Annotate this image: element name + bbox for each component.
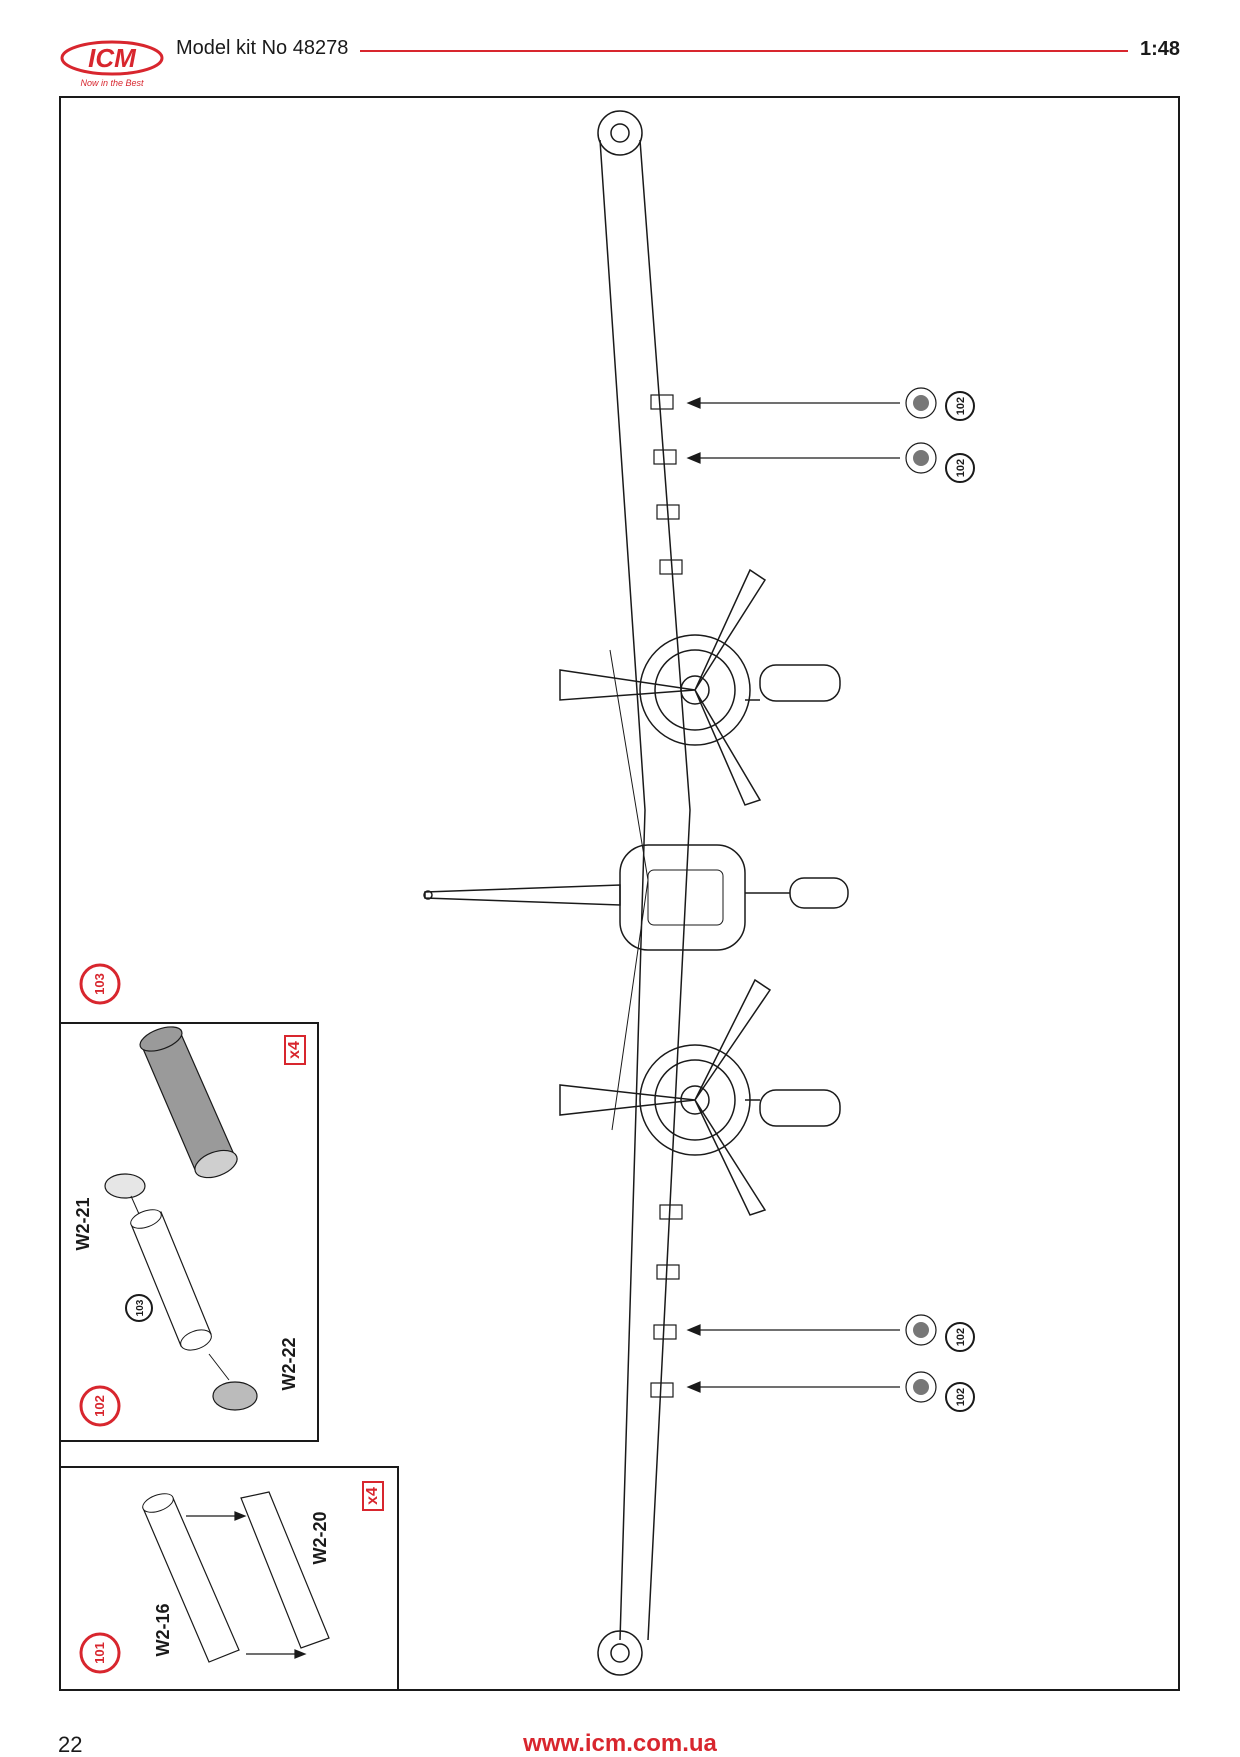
step-101-marker: 101 xyxy=(79,1632,121,1674)
scale-label: 1:48 xyxy=(1140,38,1181,60)
step-103-marker: 103 xyxy=(79,963,121,1005)
quantity-x4-101: x4 xyxy=(364,1487,381,1505)
callout-103-inner: 103 xyxy=(135,1299,146,1316)
instruction-frame xyxy=(59,96,1180,1691)
step-102-marker: 102 xyxy=(79,1385,121,1427)
logo-tagline: Now in the Best xyxy=(80,78,144,88)
part-label-w2-22: W2-22 xyxy=(279,1337,299,1390)
part-label-w2-21: W2-21 xyxy=(73,1197,93,1250)
page-header: ICM Now in the Best Model kit No 48278 1… xyxy=(0,0,1240,95)
model-title: Model kit No 48278 xyxy=(176,37,349,59)
logo-brand: ICM xyxy=(88,43,137,73)
callout-102-d: 102 xyxy=(955,1388,967,1406)
step-102-number: 102 xyxy=(92,1395,107,1417)
step-101-number: 101 xyxy=(92,1642,107,1664)
callout-102-b: 102 xyxy=(955,459,967,477)
callout-102-a: 102 xyxy=(955,397,967,415)
website-link[interactable]: www.icm.com.ua xyxy=(523,1730,717,1757)
quantity-x4: x4 xyxy=(286,1041,303,1059)
step-103-number: 103 xyxy=(92,973,107,995)
callout-102-c: 102 xyxy=(955,1328,967,1346)
step-102-panel: x4 103 W2-21 W2-22 xyxy=(59,1022,319,1442)
part-label-w2-16: W2-16 xyxy=(153,1603,173,1656)
part-label-w2-20: W2-20 xyxy=(310,1511,330,1564)
step-101-panel: x4 W2-16 W2-20 xyxy=(59,1466,399,1691)
icm-logo: ICM Now in the Best xyxy=(60,40,164,88)
page-number: 22 xyxy=(58,1732,83,1757)
header-rule xyxy=(360,50,1128,52)
